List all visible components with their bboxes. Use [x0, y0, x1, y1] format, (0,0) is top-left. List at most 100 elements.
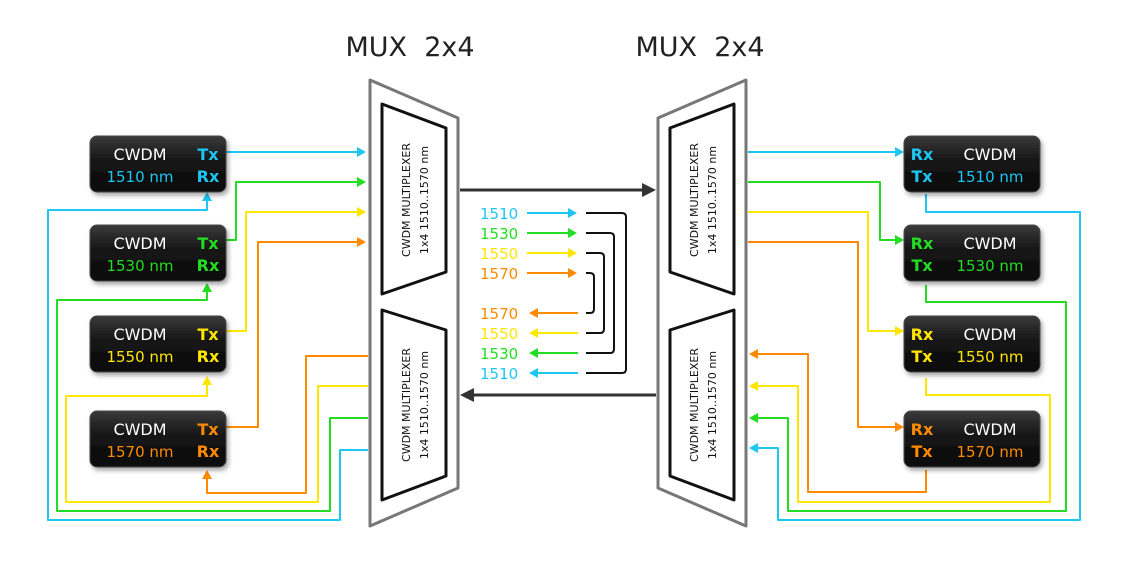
module-port-top: Rx — [911, 325, 934, 344]
mux-right-lower-label-1: CWDM MULTIPLEXER — [688, 348, 701, 462]
module-box — [89, 224, 227, 282]
mux-right-lower-label-2: 1x4 1510..1570 nm — [706, 351, 719, 459]
module-wavelength: 1530 nm — [106, 257, 173, 275]
rx-line-right-1550 — [748, 211, 896, 332]
module-name: CWDM — [963, 234, 1016, 253]
legend-return-label: 1510 — [480, 365, 518, 383]
tx-line-left-1570 — [224, 241, 362, 428]
arrow-icon — [202, 192, 212, 201]
tx-line-left-1530 — [224, 181, 362, 241]
arrow-icon — [895, 422, 904, 432]
legend-return-label: 1530 — [480, 345, 518, 363]
mux-title-right: MUX 2x4 — [635, 32, 764, 63]
trunk-links — [460, 183, 656, 402]
legend-forward-label: 1570 — [480, 265, 518, 283]
module-box — [903, 224, 1041, 282]
arrow-icon — [357, 177, 366, 187]
module-box — [903, 410, 1041, 468]
module-box — [89, 410, 227, 468]
module-port-bottom: Rx — [197, 167, 220, 186]
arrow-icon — [568, 228, 577, 238]
mux-right-upper-shape — [668, 102, 736, 296]
rx-line-left-1510 — [47, 200, 368, 521]
arrow-icon — [749, 443, 758, 453]
module-name: CWDM — [113, 420, 166, 439]
arrow-icon — [529, 348, 538, 358]
legend-loop-bracket — [586, 252, 605, 334]
module-port-top: Rx — [911, 234, 934, 253]
tx-line-right-1530 — [758, 285, 1067, 512]
module-port-top: Tx — [197, 234, 219, 253]
module-port-top: Tx — [197, 420, 219, 439]
tx-line-left-1550 — [224, 211, 362, 332]
module-name: CWDM — [113, 145, 166, 164]
mux-right-lower-shape — [668, 308, 736, 502]
mux-left: CWDM MULTIPLEXER 1x4 1510..1570 nm CWDM … — [368, 78, 460, 528]
module-port-top: Rx — [911, 145, 934, 164]
tx-line-right-1510 — [758, 194, 1081, 521]
module-wavelength: 1510 nm — [106, 168, 173, 186]
mux-left-upper-label-2: 1x4 1510..1570 nm — [418, 146, 431, 254]
legend-forward-label: 1510 — [480, 205, 518, 223]
arrow-icon — [529, 368, 538, 378]
right-fiber-lines — [748, 147, 1081, 521]
module-port-bottom: Tx — [911, 442, 933, 461]
module-box — [903, 135, 1041, 193]
mux-right: CWDM MULTIPLEXER 1x4 1510..1570 nm CWDM … — [656, 78, 748, 528]
arrow-icon — [357, 207, 366, 217]
tx-line-right-1550 — [758, 378, 1051, 503]
rx-line-right-1570 — [748, 241, 896, 428]
module-port-top: Tx — [197, 325, 219, 344]
trunk-return-arrow-icon — [460, 388, 474, 402]
module-wavelength: 1530 nm — [956, 257, 1023, 275]
arrow-icon — [749, 413, 758, 423]
module-port-bottom: Tx — [911, 347, 933, 366]
rx-line-left-1550 — [65, 385, 368, 503]
mux-left-lower-label-2: 1x4 1510..1570 nm — [418, 351, 431, 459]
module-port-top: Tx — [197, 145, 219, 164]
legend-loop-bracket — [586, 272, 595, 314]
mux-left-upper-shape — [380, 102, 448, 296]
arrow-icon — [749, 381, 758, 391]
module-name: CWDM — [963, 145, 1016, 164]
arrow-icon — [749, 349, 758, 359]
arrow-icon — [529, 308, 538, 318]
trunk-forward-arrow-icon — [642, 183, 656, 197]
mux-right-upper-label-1: CWDM MULTIPLEXER — [688, 143, 701, 257]
mux-left-lower-shape — [380, 308, 448, 502]
arrow-icon — [568, 248, 577, 258]
module-name: CWDM — [963, 420, 1016, 439]
mux-left-lower-label-1: CWDM MULTIPLEXER — [400, 348, 413, 462]
module-wavelength: 1570 nm — [956, 443, 1023, 461]
module-port-top: Rx — [911, 420, 934, 439]
arrow-icon — [202, 283, 212, 292]
rx-line-right-1530 — [748, 181, 896, 241]
module-name: CWDM — [113, 325, 166, 344]
module-port-bottom: Tx — [911, 167, 933, 186]
module-name: CWDM — [113, 234, 166, 253]
arrow-icon — [895, 147, 904, 157]
module-box — [89, 315, 227, 373]
legend-loop-bracket — [586, 232, 615, 354]
legend-return-label: 1550 — [480, 325, 518, 343]
arrow-icon — [202, 470, 212, 479]
left-fiber-lines — [47, 147, 368, 521]
module-name: CWDM — [963, 325, 1016, 344]
module-wavelength: 1550 nm — [956, 348, 1023, 366]
module-port-bottom: Tx — [911, 256, 933, 275]
arrow-icon — [529, 328, 538, 338]
rx-line-left-1570 — [206, 355, 368, 494]
module-wavelength: 1550 nm — [106, 348, 173, 366]
arrow-icon — [357, 237, 366, 247]
